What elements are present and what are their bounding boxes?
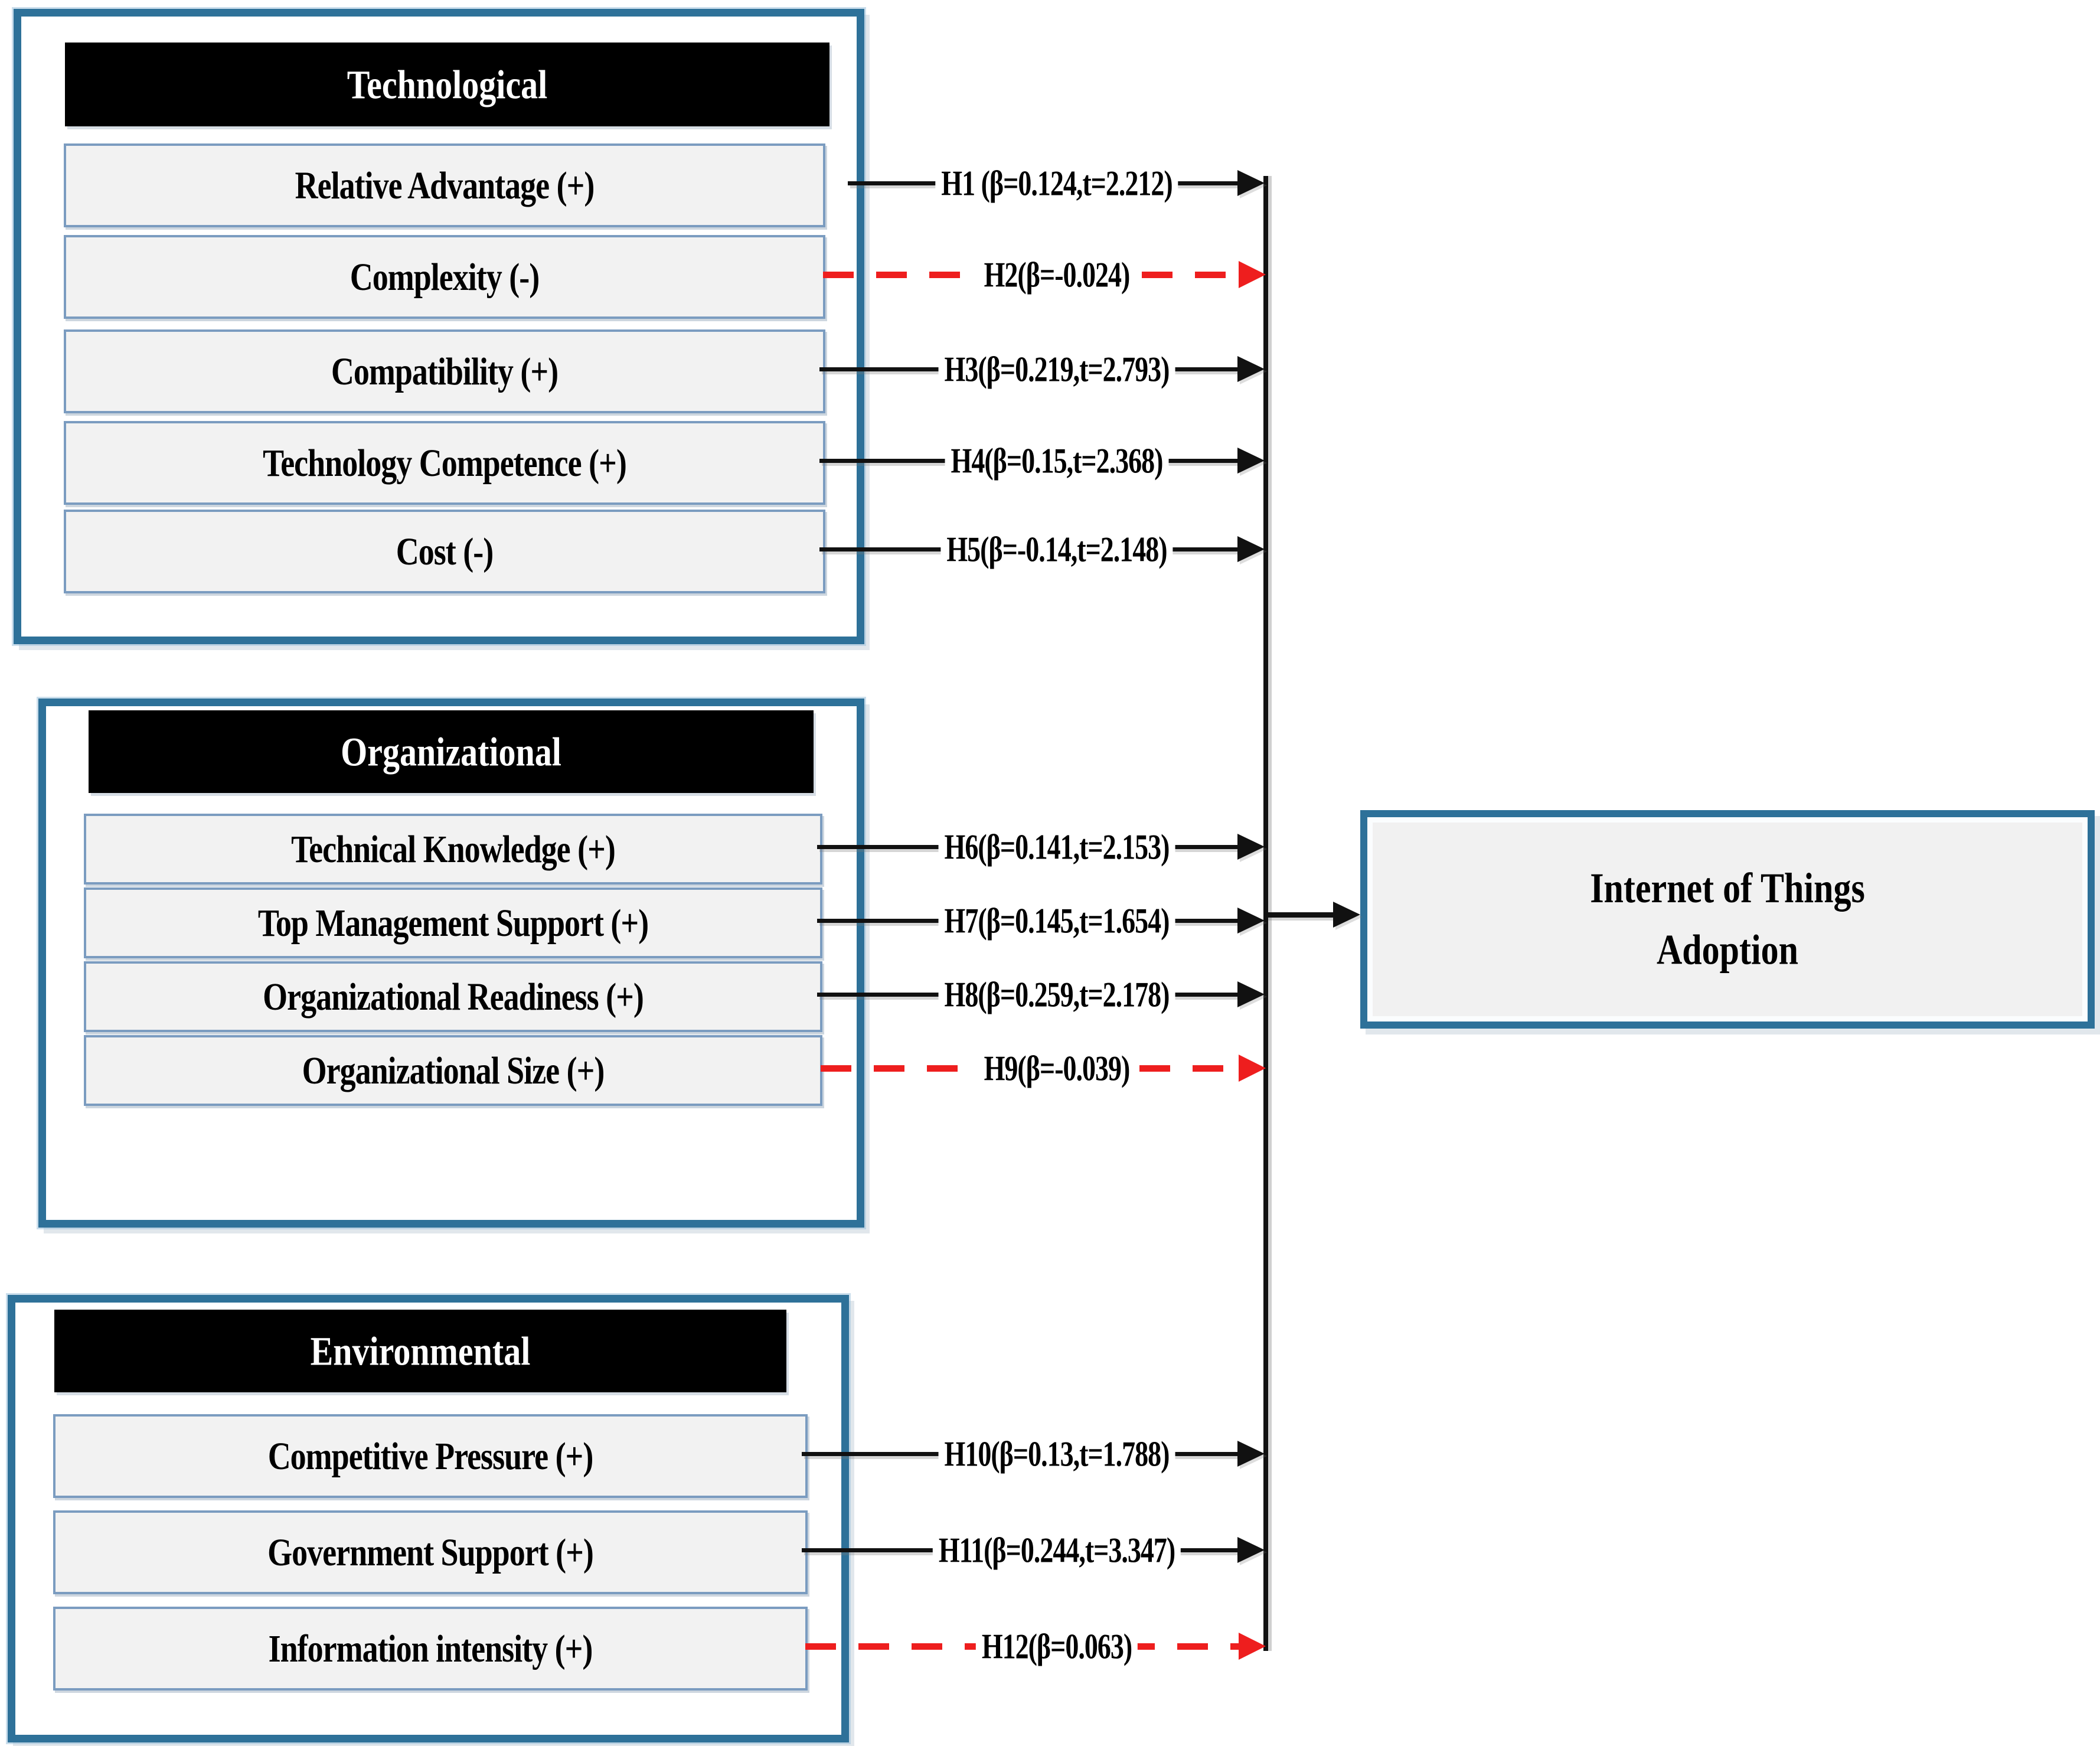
group-environmental-header: Environmental — [54, 1310, 786, 1392]
item-information-intensity: Information intensity (+) — [53, 1607, 808, 1690]
arrowhead-icon-h11 — [1237, 1537, 1265, 1563]
hypothesis-label-h3: H3(β=0.219,t=2.793) — [938, 347, 1175, 391]
hypothesis-label-h6: H6(β=0.141,t=2.153) — [938, 824, 1175, 869]
hypothesis-label-h1: H1 (β=0.124,t=2.212) — [935, 161, 1178, 205]
group-technological-header: Technological — [65, 43, 829, 126]
hypothesis-label-h11: H11(β=0.244,t=3.347) — [932, 1528, 1181, 1572]
item-organizational-size: Organizational Size (+) — [84, 1035, 822, 1106]
item-top-management-support: Top Management Support (+) — [84, 887, 822, 958]
arrowhead-icon-h3 — [1237, 356, 1265, 382]
item-label: Cost (-) — [396, 530, 494, 573]
outcome-title: Internet of Things Adoption — [1590, 858, 1865, 981]
hypothesis-label-h7: H7(β=0.145,t=1.654) — [938, 898, 1175, 943]
item-label: Competitive Pressure (+) — [267, 1434, 594, 1478]
group-organizational-title: Organizational — [341, 729, 561, 775]
arrowhead-icon-h4 — [1237, 448, 1265, 474]
item-label: Government Support (+) — [267, 1530, 594, 1574]
hypothesis-label-h5: H5(β=-0.14,t=2.148) — [940, 527, 1173, 572]
hypothesis-label-h8: H8(β=0.259,t=2.178) — [938, 972, 1175, 1017]
item-compatibility: Compatibility (+) — [64, 329, 825, 413]
arrowhead-icon-h5 — [1237, 536, 1265, 562]
arrowhead-icon-h8 — [1237, 981, 1265, 1007]
arrowhead-icon-h2 — [1239, 261, 1266, 288]
arrowhead-icon-h6 — [1237, 834, 1265, 860]
arrowhead-icon-h12 — [1239, 1633, 1266, 1660]
item-label: Technology Competence (+) — [263, 441, 627, 485]
item-complexity: Complexity (-) — [64, 235, 825, 319]
item-label: Top Management Support (+) — [257, 901, 649, 945]
item-technical-knowledge: Technical Knowledge (+) — [84, 814, 822, 885]
arrowhead-icon-h1 — [1237, 170, 1265, 196]
group-technological-title: Technological — [347, 61, 548, 107]
item-label: Technical Knowledge (+) — [291, 827, 616, 871]
item-label: Organizational Size (+) — [302, 1049, 605, 1092]
item-label: Complexity (-) — [350, 255, 540, 299]
main-arrowhead-icon — [1333, 902, 1360, 928]
group-environmental-title: Environmental — [310, 1328, 531, 1374]
hypothesis-label-h10: H10(β=0.13,t=1.788) — [938, 1431, 1175, 1476]
arrowhead-icon-h9 — [1239, 1055, 1266, 1082]
hypothesis-label-h4: H4(β=0.15,t=2.368) — [945, 438, 1169, 483]
hypothesis-label-h2: H2(β=-0.024) — [978, 252, 1136, 297]
item-label: Organizational Readiness (+) — [263, 975, 644, 1019]
main-arrow-line — [1266, 912, 1337, 918]
outcome-box-iot-adoption: Internet of Things Adoption — [1360, 810, 2095, 1029]
item-relative-advantage: Relative Advantage (+) — [64, 143, 825, 227]
group-organizational-header: Organizational — [89, 710, 814, 793]
hypothesis-label-h12: H12(β=0.063) — [975, 1624, 1138, 1669]
item-government-support: Government Support (+) — [53, 1510, 808, 1594]
item-competitive-pressure: Competitive Pressure (+) — [53, 1414, 808, 1498]
item-technology-competence: Technology Competence (+) — [64, 421, 825, 505]
hypothesis-label-h9: H9(β=-0.039) — [978, 1046, 1136, 1091]
item-organizational-readiness: Organizational Readiness (+) — [84, 961, 822, 1032]
arrowhead-icon-h7 — [1237, 908, 1265, 934]
item-cost: Cost (-) — [64, 510, 825, 593]
item-label: Information intensity (+) — [268, 1627, 593, 1670]
item-label: Relative Advantage (+) — [295, 164, 595, 207]
outcome-title-line1: Internet of Things — [1590, 864, 1865, 912]
outcome-title-line2: Adoption — [1656, 926, 1799, 974]
item-label: Compatibility (+) — [331, 350, 559, 393]
arrowhead-icon-h10 — [1237, 1441, 1265, 1467]
